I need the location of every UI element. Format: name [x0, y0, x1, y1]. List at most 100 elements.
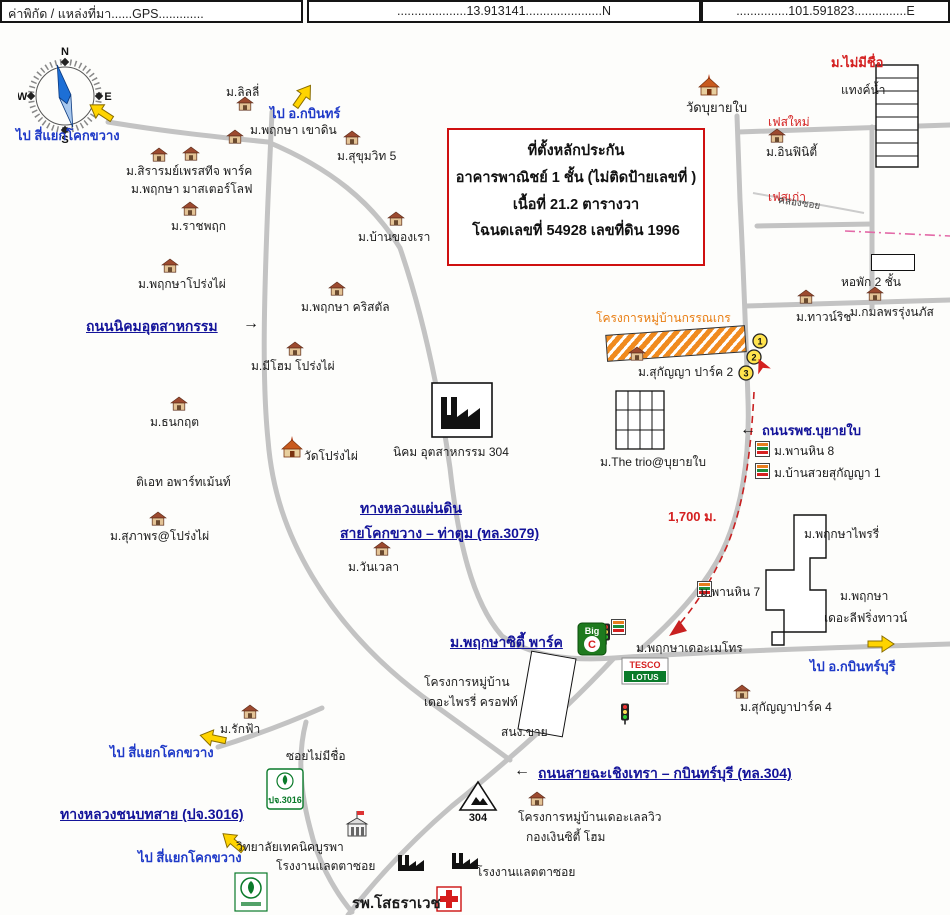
college-burapha: วิทยาลัยเทคนิคบูรพา — [236, 840, 344, 854]
road — [261, 109, 513, 763]
m-bansuay-sukanya1: ม.บ้านสวยสุกัญญา 1 — [774, 466, 881, 480]
m-thanakrit: ม.ธนกฤต — [150, 415, 200, 429]
housing-block-icon — [615, 390, 665, 450]
latitude-field: ....................13.913141...........… — [307, 0, 701, 23]
collateral-info-line: ที่ตั้งหลักประกัน — [527, 143, 625, 159]
coordinates-header: ค่าพิกัด / แหล่งที่มา......GPS..........… — [0, 0, 950, 24]
house-icon — [170, 396, 188, 411]
m-lilly: ม.ลิลลี่ — [226, 85, 260, 99]
road — [844, 230, 950, 237]
sales-office: สนง.ขาย — [501, 725, 548, 739]
arrow-rophoch: ← — [740, 421, 756, 438]
road — [105, 119, 617, 662]
m-sukanya-park2: ม.สุกัญญา ปาร์ค 2 — [638, 365, 734, 379]
store-icon — [697, 581, 712, 597]
goto-khokwang-topleft: ไป สี่แยกโคกขวาง — [16, 128, 120, 143]
svg-text:LOTUS: LOTUS — [631, 673, 659, 682]
direction-arrow-icon — [866, 634, 896, 654]
m-kamonporn: ม.กมลพรรุ่งนภัส — [850, 305, 934, 319]
ti-et-apartment: ติเอท อพาร์ทเม้นท์ — [136, 475, 231, 489]
house-icon — [733, 684, 751, 699]
hospital-icon — [436, 886, 462, 912]
goto-khokwang-bottom: ไป สี่แยกโคกขวาง — [138, 850, 242, 865]
house-icon — [226, 129, 244, 144]
m-infinity: ม.อินฟินิตี้ — [766, 145, 818, 159]
m-phanhin7: ม.พานหิน 7 — [700, 585, 761, 599]
house-icon — [328, 281, 346, 296]
temple-icon — [278, 436, 306, 458]
collateral-marker-badge: 3 — [738, 365, 754, 381]
m-the-trio: ม.The trio@บุยายใบ — [600, 455, 707, 469]
road — [215, 705, 325, 750]
school-crest-icon — [234, 872, 268, 912]
m-ratchaphruek: ม.ราชพฤก — [171, 219, 227, 233]
goto-kabinburi: ไป อ.กบินทร์บุรี — [810, 659, 896, 674]
m-pruksa-metro: ม.พฤกษาเดอะเมโทร — [636, 641, 743, 655]
store-icon — [611, 619, 626, 635]
house-icon — [161, 258, 179, 273]
road — [743, 297, 950, 309]
house-icon — [866, 286, 884, 301]
house-icon — [150, 147, 168, 162]
wat-buyayai: วัดบุยายใบ — [686, 100, 748, 115]
m-sukanya-park4: ม.สุกัญญาปาร์ค 4 — [740, 700, 832, 714]
collateral-marker-badge: 2 — [746, 349, 762, 365]
m-pruksa-prairie: ม.พฤกษาไพรรี่ — [804, 527, 880, 541]
m-pruksa-masterloft: ม.พฤกษา มาสเตอร์โลฟ — [131, 182, 253, 196]
proj-lakeview-2: กองเงินซิตี้ โฮม — [526, 830, 606, 844]
collateral-info-line: เนื้อที่ 21.2 ตารางวา — [512, 196, 640, 213]
building-outline — [871, 254, 915, 271]
road — [637, 113, 751, 653]
rd-chachoengsao: ถนนสายฉะเชิงเทรา – กบินทร์บุรี (ทล.304) — [538, 765, 792, 781]
arrow-304road: ← — [514, 762, 530, 779]
compass-e-label: E — [104, 91, 111, 103]
svg-text:ปจ.3016: ปจ.3016 — [268, 795, 302, 805]
water-tank-label: แทงค์น้ำ — [841, 83, 886, 97]
m-siraromy: ม.สิรารมย์เพรสทีจ พาร์ค — [126, 164, 253, 178]
wat-prongphai: วัดโปร่งไผ่ — [304, 449, 358, 463]
collateral-marker-badge: 1 — [752, 333, 768, 349]
collateral-info-line: อาคารพาณิชย์ 1 ชั้น (ไม่ติดป้ายเลขที่ ) — [455, 169, 697, 186]
proj-kannaket: โครงการหมู่บ้านกรรณเกร — [596, 311, 731, 325]
house-icon — [343, 130, 361, 145]
factory-icon — [449, 847, 479, 871]
proj-prairie-croft-1: โครงการหมู่บ้าน — [424, 675, 510, 689]
industrial-estate-304-icon — [431, 382, 493, 438]
longitude-field: ...............101.591823...............… — [701, 0, 950, 23]
red-route-arrowhead — [669, 620, 687, 636]
m-sukhumvit5: ม.สุขุมวิท 5 — [337, 149, 397, 163]
nikhom-304: นิคม อุตสาหกรรม 304 — [393, 445, 509, 459]
goto-khokwang-mid: ไป สี่แยกโคกขวาง — [110, 745, 214, 760]
store-icon — [755, 463, 770, 479]
house-icon — [181, 201, 199, 216]
road — [752, 192, 865, 214]
house-icon — [149, 511, 167, 526]
direction-arrow-icon — [286, 78, 320, 114]
house-icon — [768, 128, 786, 143]
collateral-info-line: โฉนดเลขที่ 54928 เลขที่ดิน 1996 — [472, 223, 680, 240]
soi-no-name: ซอยไม่มีชื่อ — [286, 749, 346, 763]
m-pruksa-khaodin: ม.พฤกษา เขาดิน — [250, 123, 337, 137]
m-supaporn: ม.สุภาพร@โปร่งไผ่ — [110, 529, 210, 543]
compass-s-label: S — [61, 134, 68, 144]
direction-arrow-icon — [196, 725, 230, 751]
m-pruksa-crystal: ม.พฤกษา คริสตัล — [301, 300, 390, 314]
route-sign-304: 304 — [458, 780, 498, 824]
tesco-lotus-logo: TESCO LOTUS — [621, 657, 669, 685]
m-townrich: ม.ทาวน์ริช — [796, 310, 852, 324]
college-icon — [344, 810, 370, 838]
building-outline — [764, 514, 836, 646]
svg-text:C: C — [588, 639, 596, 651]
svg-text:2: 2 — [751, 353, 756, 363]
road — [611, 641, 950, 661]
svg-text:TESCO: TESCO — [629, 660, 660, 670]
gps-source-field: ค่าพิกัด / แหล่งที่มา......GPS..........… — [0, 0, 303, 23]
collateral-info-box: ที่ตั้งหลักประกัน อาคารพาณิชย์ 1 ชั้น (ไ… — [447, 128, 705, 266]
compass-w-label: W — [18, 91, 28, 103]
svg-text:3: 3 — [743, 369, 748, 379]
m-wanwela: ม.วันเวลา — [348, 560, 400, 574]
svg-text:1: 1 — [757, 337, 762, 347]
